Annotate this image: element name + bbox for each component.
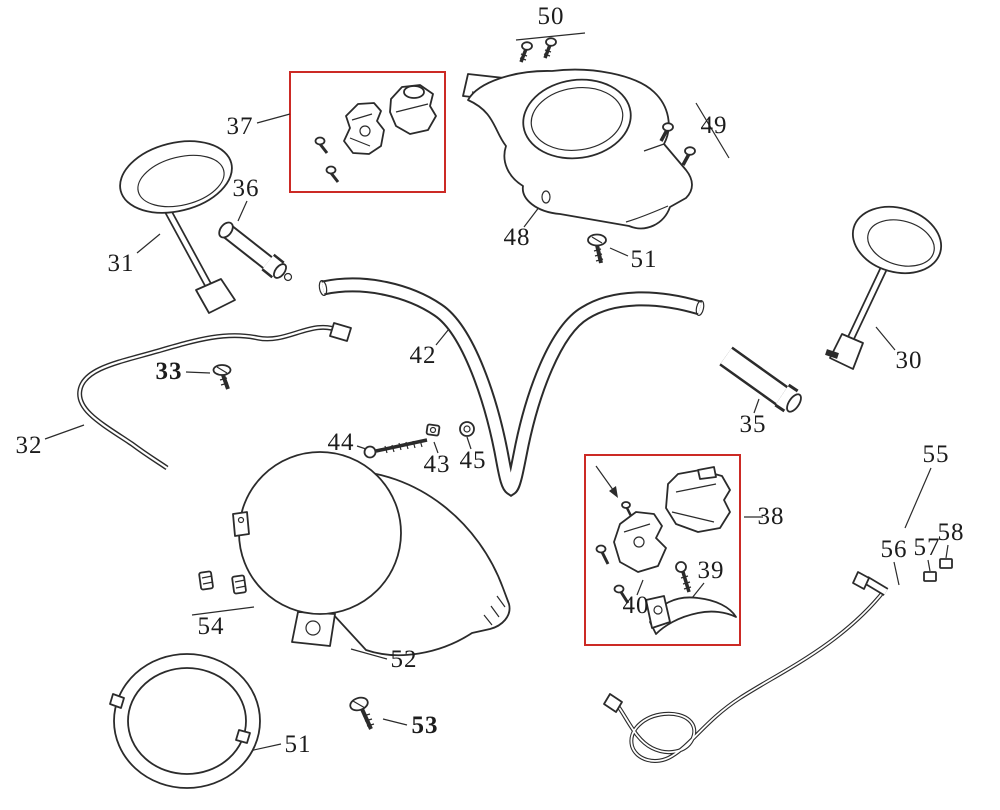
leader-57 [927,559,931,572]
screw-icon [659,122,674,142]
mirror-mount [829,333,864,370]
part-37-switch-halves [314,84,437,183]
screw-icon [314,136,329,154]
screw-icon [325,165,340,183]
bucket-face [238,451,402,615]
arrow-icon [609,486,618,498]
part-30-mirror [825,205,943,370]
clip-icon [231,574,247,595]
leader-30 [875,326,896,351]
highlight-box-37 [289,71,446,193]
mirror-head [851,205,943,275]
screw-icon [543,37,557,59]
part-40-lever [645,595,737,635]
part-53-screw [349,696,375,730]
leader-37 [256,113,291,124]
leader-52 [350,648,388,660]
part-35-grip [719,346,802,413]
part-58-nut [939,558,953,569]
part-54-clips [198,570,247,595]
screw-icon [681,146,696,166]
screw-icon [621,501,633,517]
leader-35 [753,398,760,414]
leader-54 [191,606,255,616]
cable-end-fitting [603,693,623,713]
screw-icon [613,584,630,604]
part-31-mirror [119,140,236,314]
clip-icon [198,570,214,591]
part-33-screw [212,364,232,390]
part-43-nut [425,423,441,437]
mirror-mount [195,278,236,314]
screw-icon [595,544,610,565]
highlight-box-38 [584,454,741,646]
leader-45 [466,436,472,450]
leader-39 [691,582,705,599]
leader-56 [893,561,900,586]
part-52-headlight-bucket [232,451,511,656]
part-55-cable-assembly [603,558,953,763]
part-51-headlight-rim [109,653,261,789]
part-45-nut [459,421,475,437]
part-42-handlebar [318,277,705,498]
leader-49 [695,102,730,159]
screw-icon [519,41,533,63]
leader-33 [185,371,211,374]
leader-58 [945,544,949,559]
part-39-bolt [675,561,692,593]
part-50-screws [519,37,557,63]
gauge-opening [522,78,632,160]
part-38-switch-assembly [595,465,737,635]
switch-housing [665,469,731,533]
leader-32 [44,424,85,440]
leader-55 [904,467,932,529]
leader-53 [382,718,408,726]
leader-50 [515,32,586,41]
switch-bracket [613,511,667,573]
bucket-ear [232,511,250,537]
part-44-bolt [363,438,428,459]
part-51-screw-top [587,233,607,264]
part-57-nut [923,571,937,582]
leader-40 [636,579,644,596]
part-48-upper-case [462,68,693,230]
leader-51-top [609,247,629,257]
leader-36 [237,200,248,222]
part-36-throttle-tube [218,221,293,282]
part-49-screws [659,122,696,166]
leader-31 [136,233,161,254]
leader-43 [433,441,439,454]
part-32-cable [77,322,352,471]
mirror-head [119,140,233,214]
cable-end-fitting [329,322,352,342]
bucket-tab [291,611,336,647]
